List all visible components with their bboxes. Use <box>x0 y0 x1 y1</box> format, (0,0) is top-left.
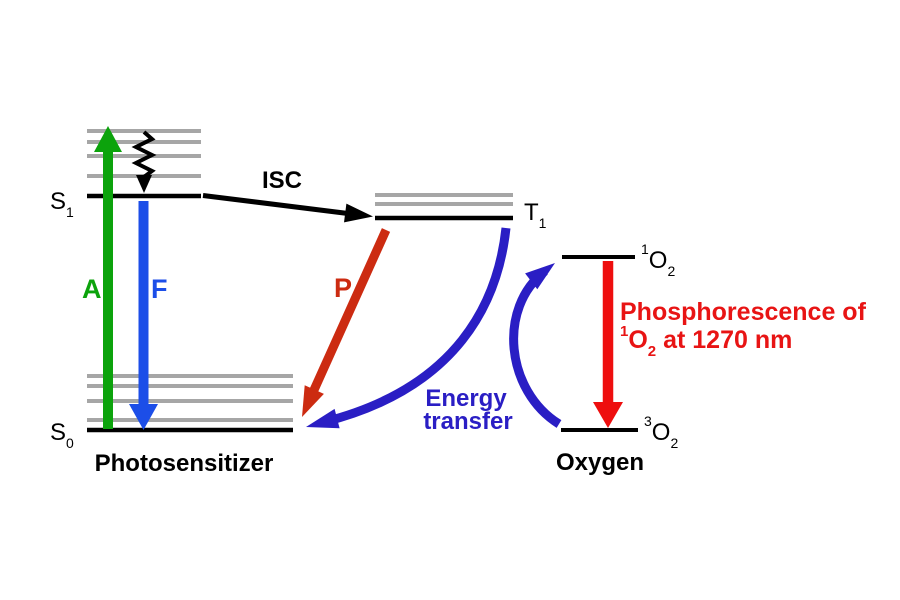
energy-transfer-label-line2: transfer <box>423 408 512 435</box>
isc-arrowhead <box>344 203 373 223</box>
singlet-oxygen-phosphorescence-label: Phosphorescence of 1O2 at 1270 nm <box>620 298 867 360</box>
triplet-oxygen-label: 3O2 <box>644 413 678 451</box>
wavy-arrow-zigzag <box>131 130 157 179</box>
energy-transfer-curve-oxygen <box>509 263 562 428</box>
phosphorescence-arrow-shaft <box>309 228 391 392</box>
internal-conversion-wavy-arrow <box>131 130 157 193</box>
singlet-oxygen-decay-arrow <box>593 261 623 428</box>
s1-label: S1 <box>50 188 74 220</box>
energy-transfer-curve-ps-arrowhead <box>306 408 340 429</box>
singlet-oxygen-decay-arrowhead <box>593 402 623 428</box>
energy-transfer-curve-photosensitizer <box>306 227 511 429</box>
singlet-oxygen-phosphorescence-line1: Phosphorescence of <box>620 298 867 326</box>
energy-transfer-label-line1: Energy <box>425 385 507 412</box>
fluorescence-arrow <box>129 201 158 430</box>
absorption-arrowhead <box>94 126 122 152</box>
energy-transfer-curve-ps-shaft <box>322 227 511 427</box>
oxygen-caption: Oxygen <box>556 449 644 476</box>
fluorescence-arrowhead <box>129 404 158 430</box>
singlet-oxygen-phosphorescence-line2: 1O2 at 1270 nm <box>620 323 792 360</box>
singlet-oxygen-label: 1O2 <box>641 241 675 279</box>
s0-vibrational-levels <box>87 374 293 422</box>
phosphorescence-arrow <box>302 228 391 417</box>
t1-vibrational-levels <box>375 193 513 206</box>
phosphorescence-arrowhead <box>302 385 324 417</box>
t1-label: T1 <box>524 199 547 231</box>
wavy-arrowhead <box>136 175 152 193</box>
photosensitizer-caption: Photosensitizer <box>95 450 274 477</box>
absorption-label: A <box>82 274 102 304</box>
isc-arrow <box>202 193 373 223</box>
energy-transfer-curve-o2-shaft <box>509 267 562 428</box>
isc-label: ISC <box>262 167 302 194</box>
energy-transfer-curve-o2-arrowhead <box>525 263 555 290</box>
s0-label: S0 <box>50 419 74 451</box>
energy-transfer-label: Energy transfer <box>423 385 512 435</box>
absorption-arrow <box>94 126 122 429</box>
phosphorescence-label: P <box>334 273 352 303</box>
fluorescence-label: F <box>151 274 168 304</box>
isc-arrow-shaft <box>202 193 349 216</box>
